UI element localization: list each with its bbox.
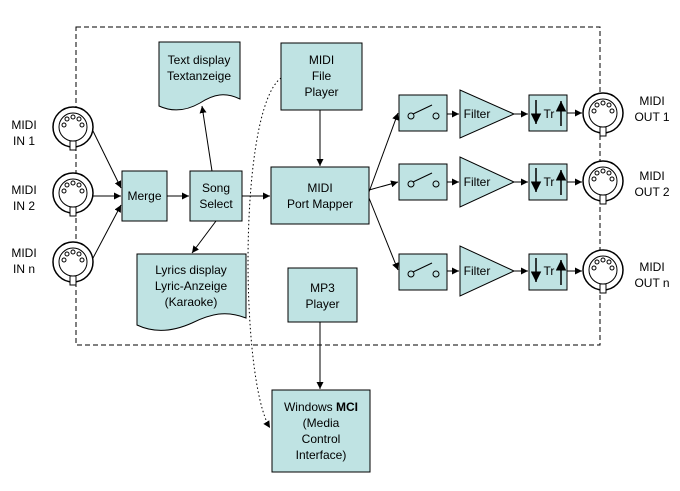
switch-2-icon — [407, 172, 440, 188]
edge-portmapper-switch1 — [368, 112, 399, 193]
midi-in-1-connector-icon — [52, 106, 94, 151]
filter-2-triangle — [459, 156, 516, 208]
midi-port-mapper-block — [270, 166, 370, 225]
filter-1-label: Filter — [463, 107, 491, 121]
switch-n-block — [398, 253, 448, 291]
filter-n-triangle — [459, 245, 516, 297]
filter-n-label: Filter — [463, 264, 491, 278]
midi-in-n-connector-icon — [52, 241, 94, 286]
transpose-1-icon — [530, 100, 567, 126]
merge-label: Merge — [127, 189, 162, 203]
switch-n-icon — [407, 262, 440, 278]
merge-block — [121, 170, 168, 222]
edge-in1-merge — [92, 130, 122, 189]
lyrics-display-block — [136, 253, 247, 331]
edge-portmapper-switchn — [368, 197, 399, 271]
filter-2-label: Filter — [463, 175, 491, 189]
midi-out-1-connector-icon — [582, 92, 624, 137]
edge-songselect-textdisplay — [199, 105, 213, 172]
transpose-n-icon — [530, 258, 567, 285]
transpose-n-label: Tr — [543, 264, 555, 278]
midi-out-n-connector-icon — [582, 249, 624, 294]
transpose-2-icon — [530, 168, 567, 195]
switch-1-icon — [407, 104, 440, 120]
midi-file-player-block — [280, 42, 363, 111]
text-display-block — [158, 41, 241, 111]
filter-1-triangle — [459, 89, 516, 139]
edge-inn-merge — [92, 204, 122, 259]
midi-out-2-connector-icon — [582, 160, 624, 205]
mp3-player-block — [287, 267, 358, 323]
edge-songselect-lyrics — [191, 220, 217, 254]
edge-fileplayer-mci-dotted — [247, 77, 282, 429]
switch-2-block — [398, 163, 448, 201]
edge-portmapper-switch2 — [368, 180, 399, 191]
song-select-block — [189, 170, 243, 222]
windows-mci-block — [271, 389, 371, 473]
transpose-1-label: Tr — [543, 107, 555, 121]
transpose-2-label: Tr — [543, 175, 555, 189]
midi-in-2-connector-icon — [52, 172, 94, 217]
switch-1-block — [398, 94, 448, 132]
